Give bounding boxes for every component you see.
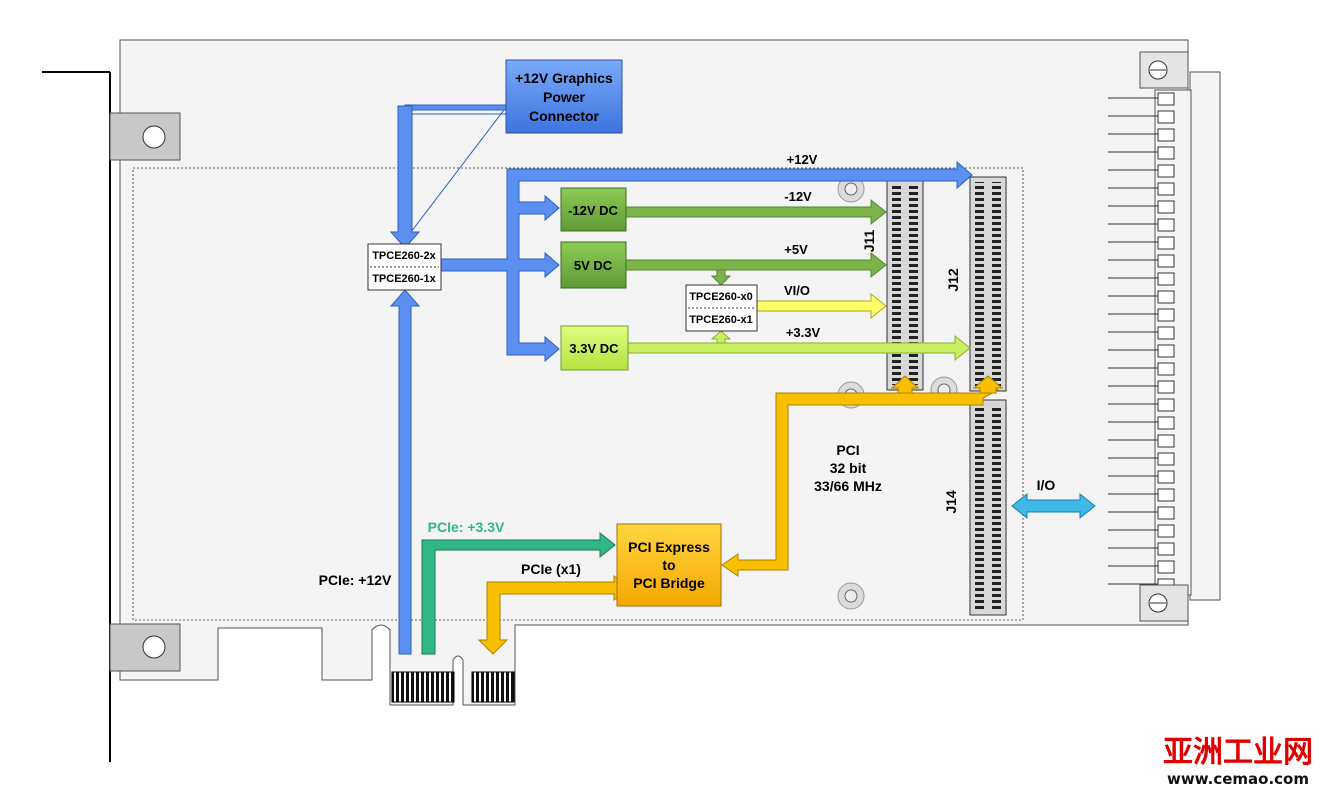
io-pin-pad bbox=[1157, 218, 1175, 232]
arrow-io bbox=[1011, 492, 1096, 520]
io-pin-pad bbox=[1157, 452, 1175, 466]
connector-j14 bbox=[969, 399, 1007, 616]
bridge-line-3: PCI Bridge bbox=[633, 575, 705, 591]
connector-j12 bbox=[969, 176, 1007, 392]
io-pin-pad bbox=[1157, 380, 1175, 394]
io-pin-pad bbox=[1157, 326, 1175, 340]
dc-m12v-label: -12V DC bbox=[568, 203, 618, 218]
io-pin-pad bbox=[1157, 128, 1175, 142]
io-pin-pad bbox=[1157, 110, 1175, 124]
io-pin-pad bbox=[1157, 362, 1175, 376]
tpce-selector-a: TPCE260-2x TPCE260-1x bbox=[367, 243, 442, 291]
bridge-line-1: PCI Express bbox=[628, 539, 710, 555]
arrow-distribution bbox=[440, 160, 973, 363]
arrow-33v-to-tpce bbox=[710, 330, 732, 344]
label-pci-line-1: PCI bbox=[836, 442, 859, 458]
tpce-b-line-1: TPCE260-x0 bbox=[689, 291, 753, 303]
label-vio: VI/O bbox=[784, 283, 810, 298]
label-pcie-33v: PCIe: +3.3V bbox=[428, 519, 505, 535]
gp-line-2: Power bbox=[543, 89, 586, 105]
io-pin-pad bbox=[1157, 560, 1175, 574]
label-p5v: +5V bbox=[784, 242, 808, 257]
bracket-tab-top bbox=[109, 112, 181, 161]
watermark-cn: 亚洲工业网 bbox=[1163, 735, 1313, 770]
label-io: I/O bbox=[1037, 477, 1056, 493]
arrow-m12v bbox=[625, 198, 887, 226]
label-p12v: +12V bbox=[787, 152, 818, 167]
dc-33v-label: 3.3V DC bbox=[569, 341, 619, 356]
io-pin-pad bbox=[1157, 542, 1175, 556]
io-pin-pad bbox=[1157, 182, 1175, 196]
pcie-bridge-block: PCI Express to PCI Bridge bbox=[616, 523, 722, 607]
label-m12v: -12V bbox=[784, 189, 812, 204]
io-pin-pad bbox=[1157, 524, 1175, 538]
arrow-p5v bbox=[625, 251, 887, 279]
front-io-connector bbox=[1108, 51, 1221, 622]
io-pin-pad bbox=[1157, 416, 1175, 430]
io-pin-pad bbox=[1157, 254, 1175, 268]
dc-5v-block: 5V DC bbox=[560, 241, 627, 289]
graphics-power-connector-block: +12V Graphics Power Connector bbox=[505, 59, 623, 134]
tpce-b-line-2: TPCE260-x1 bbox=[689, 314, 753, 326]
io-pin-pad bbox=[1157, 470, 1175, 484]
label-pci-line-2: 32 bit bbox=[830, 460, 867, 476]
arrow-pcie-33v bbox=[421, 531, 616, 655]
arrow-5v-to-tpce bbox=[710, 269, 732, 286]
arrow-pcie-12v bbox=[389, 289, 421, 655]
label-j11: J11 bbox=[861, 229, 877, 252]
io-pin-pad bbox=[1157, 290, 1175, 304]
arrow-vio bbox=[756, 292, 887, 320]
dc-m12v-block: -12V DC bbox=[560, 187, 627, 232]
connector-j11 bbox=[886, 179, 924, 391]
gp-line-1: +12V Graphics bbox=[515, 70, 613, 86]
io-pin-pad bbox=[1157, 236, 1175, 250]
dc-5v-label: 5V DC bbox=[574, 258, 613, 273]
label-p33v: +3.3V bbox=[786, 325, 821, 340]
label-j14: J14 bbox=[943, 490, 959, 514]
bracket-tab-bottom bbox=[109, 623, 181, 672]
pcie-gold-fingers bbox=[391, 671, 515, 703]
tpce-selector-b: TPCE260-x0 TPCE260-x1 bbox=[685, 284, 758, 332]
arrow-pci-bus bbox=[721, 375, 1004, 577]
tpce-a-line-1: TPCE260-2x bbox=[372, 250, 436, 262]
label-pci-line-3: 33/66 MHz bbox=[814, 478, 882, 494]
arrow-p33v bbox=[627, 334, 971, 362]
io-pin-pad bbox=[1157, 164, 1175, 178]
label-pcie-x1: PCIe (x1) bbox=[521, 561, 581, 577]
gp-line-3: Connector bbox=[529, 108, 600, 124]
io-pin-pad bbox=[1157, 506, 1175, 520]
label-pcie-12v: PCIe: +12V bbox=[319, 572, 392, 588]
bridge-line-2: to bbox=[662, 557, 675, 573]
tpce-a-line-2: TPCE260-1x bbox=[372, 273, 436, 285]
io-pin-pad bbox=[1157, 398, 1175, 412]
io-pin-pad bbox=[1157, 200, 1175, 214]
io-pin-pad bbox=[1157, 344, 1175, 358]
io-pin-pad bbox=[1157, 308, 1175, 322]
dc-33v-block: 3.3V DC bbox=[560, 325, 629, 371]
io-pin-pad bbox=[1157, 434, 1175, 448]
label-j12: J12 bbox=[945, 268, 961, 292]
io-pin-pad bbox=[1157, 488, 1175, 502]
component-area bbox=[132, 167, 1024, 621]
watermark-url: www.cemao.com bbox=[1167, 770, 1309, 788]
mounting-bracket bbox=[42, 71, 111, 762]
arrow-graphics-power bbox=[389, 104, 508, 249]
io-pin-pad bbox=[1157, 92, 1175, 106]
io-pin-pad bbox=[1157, 272, 1175, 286]
io-pin-pad bbox=[1157, 146, 1175, 160]
